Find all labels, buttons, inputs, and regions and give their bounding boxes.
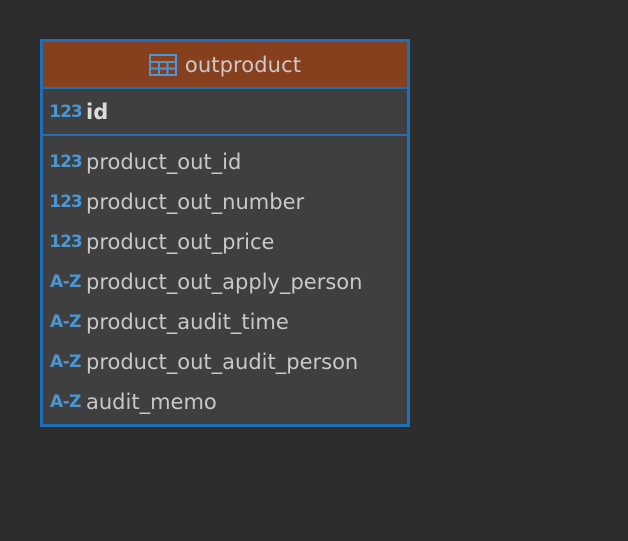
attribute-name: product_out_apply_person (86, 270, 363, 294)
attribute-name: product_out_id (86, 150, 242, 174)
string-type-icon: A-Z (49, 352, 82, 372)
entity-title: outproduct (184, 52, 302, 77)
table-icon (148, 53, 177, 76)
numeric-type-icon: 123 (49, 232, 83, 252)
string-type-icon: A-Z (49, 312, 82, 332)
numeric-type-icon: 123 (49, 192, 83, 212)
attribute-name: product_out_audit_person (86, 350, 359, 374)
string-type-icon: A-Z (49, 392, 82, 412)
string-type-icon: A-Z (49, 272, 82, 292)
primary-key-section: 123 id (43, 89, 407, 136)
key-row-id[interactable]: 123 id (43, 89, 108, 134)
attribute-name: product_audit_time (86, 310, 289, 334)
entity-header[interactable]: outproduct (43, 42, 407, 89)
numeric-type-icon: 123 (49, 152, 83, 172)
key-column-name: id (86, 99, 109, 124)
attribute-name: audit_memo (86, 390, 217, 414)
attribute-name: product_out_price (86, 230, 275, 254)
numeric-type-icon: 123 (49, 101, 83, 122)
attribute-name: product_out_number (86, 190, 305, 214)
